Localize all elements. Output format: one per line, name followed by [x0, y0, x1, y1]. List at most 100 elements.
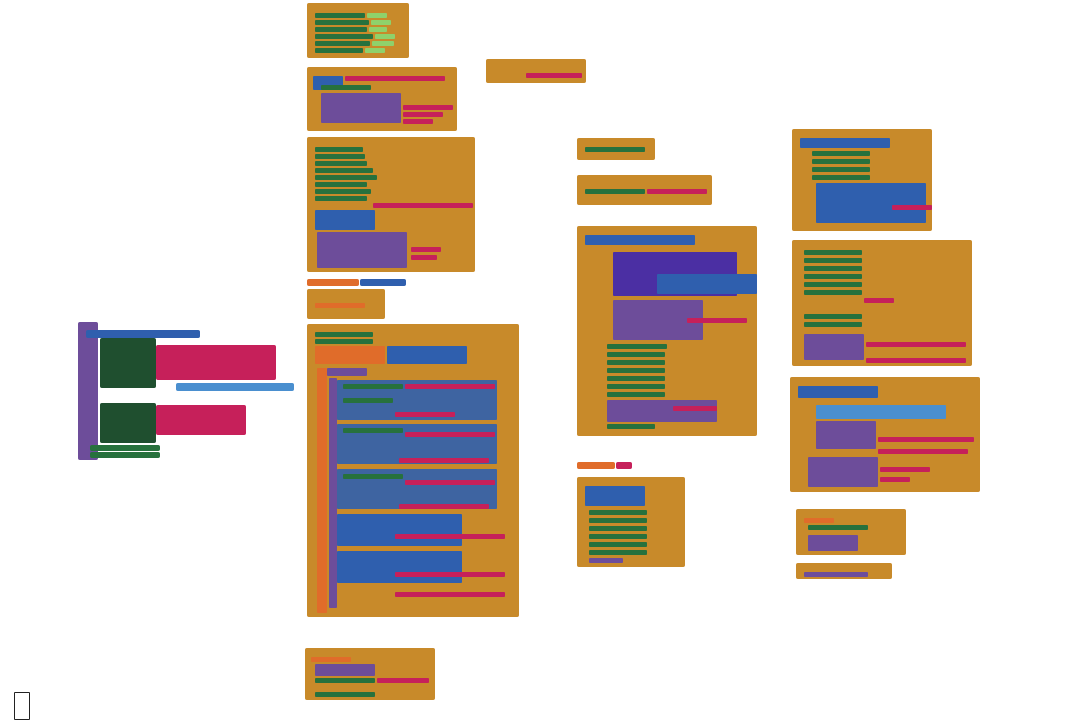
text-block	[880, 467, 930, 472]
statement-row	[812, 151, 870, 156]
statement-row	[589, 510, 647, 515]
procedure-block[interactable]	[78, 322, 98, 460]
trash-can-icon[interactable]	[14, 692, 30, 720]
text-block	[878, 449, 968, 454]
statement-row	[315, 175, 377, 180]
event-block[interactable]	[577, 477, 685, 567]
event-block[interactable]	[307, 289, 385, 319]
statement-row	[585, 147, 645, 152]
text-block	[403, 119, 433, 124]
text-block	[403, 112, 443, 117]
statement-row	[589, 526, 647, 531]
text-block[interactable]	[156, 345, 276, 380]
statement-row	[315, 161, 367, 166]
event-block[interactable]	[792, 129, 932, 231]
control-block	[337, 514, 462, 546]
procedure-call	[808, 535, 858, 551]
statement-row	[343, 384, 403, 389]
statement-group[interactable]	[100, 338, 156, 388]
statement-row	[315, 168, 373, 173]
text-block	[395, 592, 505, 597]
dictionary-block[interactable]	[360, 279, 406, 286]
variable-block	[804, 518, 834, 523]
text-block	[866, 358, 966, 363]
statement-row	[589, 550, 647, 555]
event-block[interactable]	[577, 175, 712, 205]
math-block[interactable]	[176, 383, 294, 391]
statement-row	[607, 392, 665, 397]
statement-row	[343, 398, 393, 403]
statement-row	[315, 48, 363, 53]
statement-row	[607, 360, 665, 365]
control-block	[585, 235, 695, 245]
text-block	[673, 406, 717, 411]
statement-row	[804, 322, 862, 327]
value-slot	[369, 27, 387, 32]
control-block[interactable]	[86, 330, 200, 338]
statement-row	[321, 85, 371, 90]
control-block	[800, 138, 890, 148]
text-block	[405, 384, 495, 389]
statement-row	[315, 678, 375, 683]
event-block[interactable]	[307, 137, 475, 272]
statement-row	[315, 339, 373, 344]
statement-row[interactable]	[90, 445, 160, 451]
statement-row	[343, 474, 403, 479]
statement-row[interactable]	[90, 452, 160, 458]
statement-row	[589, 534, 647, 539]
procedure-call	[315, 664, 375, 676]
event-block[interactable]	[486, 59, 586, 83]
procedure-call	[589, 558, 623, 563]
statement-row	[589, 518, 647, 523]
event-block[interactable]	[796, 509, 906, 555]
text-block	[377, 678, 429, 683]
event-block[interactable]	[790, 377, 980, 492]
global-variable-block[interactable]	[577, 462, 615, 469]
text-block	[395, 572, 505, 577]
text-block	[687, 318, 747, 323]
event-block[interactable]	[307, 67, 457, 131]
variable-block	[315, 303, 365, 308]
value-slot	[371, 20, 391, 25]
event-block[interactable]	[307, 324, 519, 617]
event-block[interactable]	[307, 3, 409, 58]
text-block	[866, 342, 966, 347]
procedure-call	[329, 378, 337, 608]
statement-row	[315, 189, 371, 194]
statement-row	[315, 182, 367, 187]
dictionary-block	[657, 274, 757, 294]
statement-row	[315, 147, 363, 152]
text-block[interactable]	[156, 405, 246, 435]
statement-row	[589, 542, 647, 547]
control-block	[315, 210, 375, 230]
text-block[interactable]	[616, 462, 632, 469]
text-block	[526, 73, 582, 78]
statement-row	[812, 167, 870, 172]
event-block[interactable]	[792, 240, 972, 366]
event-block[interactable]	[577, 138, 655, 160]
statement-row	[315, 196, 367, 201]
text-block	[373, 203, 473, 208]
statement-group[interactable]	[100, 403, 156, 443]
value-slot	[372, 41, 394, 46]
global-variable-block[interactable]	[307, 279, 359, 286]
text-block	[647, 189, 707, 194]
procedure-call	[321, 93, 401, 123]
procedure-call	[607, 400, 717, 422]
procedure-call	[808, 457, 878, 487]
statement-row	[804, 274, 862, 279]
statement-row	[804, 314, 862, 319]
event-block[interactable]	[796, 563, 892, 579]
statement-row	[315, 41, 370, 46]
statement-row	[607, 376, 665, 381]
statement-row	[804, 290, 862, 295]
text-block	[405, 480, 495, 485]
event-block[interactable]	[305, 648, 435, 700]
text-block	[864, 298, 894, 303]
event-block[interactable]	[577, 226, 757, 436]
variable-block	[315, 346, 385, 364]
control-block	[798, 386, 878, 398]
value-slot	[375, 34, 395, 39]
statement-row	[585, 189, 645, 194]
